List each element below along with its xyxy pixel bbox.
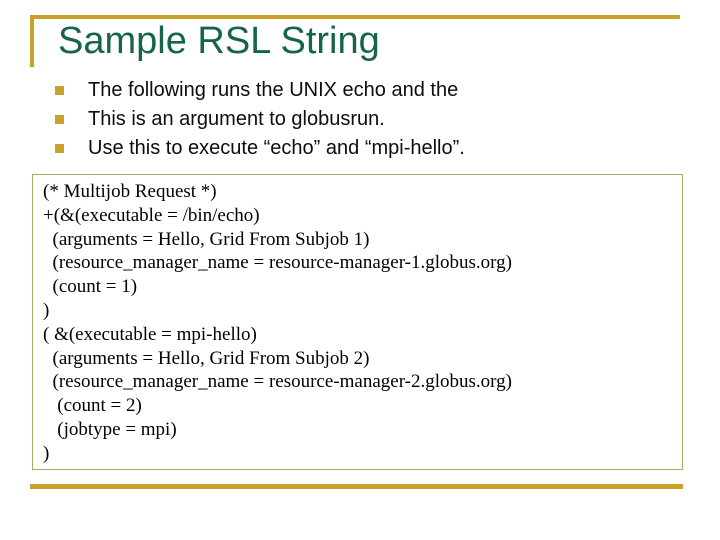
code-line: (count = 2) — [43, 395, 142, 417]
bullet-text: This is an argument to globusrun. — [88, 108, 385, 130]
rsl-code-box: (* Multijob Request *) +(&(executable = … — [32, 174, 683, 470]
code-line: (resource_manager_name = resource-manage… — [43, 252, 512, 274]
bullet-square-icon — [55, 115, 64, 124]
code-line: (jobtype = mpi) — [43, 418, 177, 440]
top-accent-line — [30, 15, 680, 19]
bullet-square-icon — [55, 144, 64, 153]
bottom-accent-line — [30, 484, 683, 489]
page-title: Sample RSL String — [58, 20, 380, 62]
list-item: Use this to execute “echo” and “mpi-hell… — [55, 134, 655, 163]
code-line: ( &(executable = mpi-hello) — [43, 323, 257, 345]
code-line: ) — [43, 299, 50, 321]
code-line: (* Multijob Request *) — [43, 181, 217, 202]
code-line: (count = 1) — [43, 276, 138, 298]
code-line: ) — [43, 442, 50, 464]
bullet-square-icon — [55, 86, 64, 95]
list-item: The following runs the UNIX echo and the — [55, 76, 655, 105]
code-line: (resource_manager_name = resource-manage… — [43, 371, 512, 393]
code-line: (arguments = Hello, Grid From Subjob 1) — [43, 228, 370, 250]
list-item: This is an argument to globusrun. — [55, 105, 655, 134]
bullet-list: The following runs the UNIX echo and the… — [55, 76, 655, 163]
bullet-text: The following runs the UNIX echo and the — [88, 79, 459, 101]
code-line: +(&(executable = /bin/echo) — [43, 204, 260, 226]
left-accent-line — [30, 15, 34, 67]
code-line: (arguments = Hello, Grid From Subjob 2) — [43, 347, 370, 369]
bullet-text: Use this to execute “echo” and “mpi-hell… — [88, 137, 465, 159]
